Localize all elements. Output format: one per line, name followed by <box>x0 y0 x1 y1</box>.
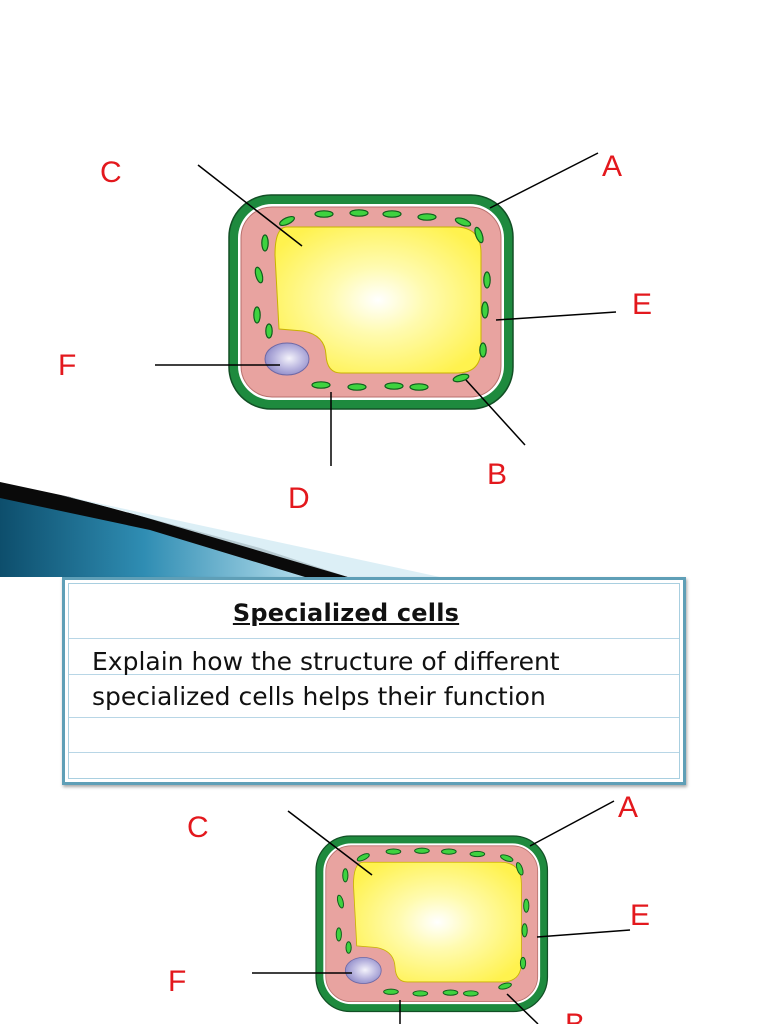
leader-line-b-2 <box>506 993 539 1024</box>
card-rule-line <box>69 674 679 675</box>
label-d: D <box>288 482 310 515</box>
label-f: F <box>58 349 76 382</box>
label-f-2: F <box>168 965 186 998</box>
card-rule-line <box>69 717 679 718</box>
label-e: E <box>632 288 652 321</box>
leader-line-e <box>495 311 617 321</box>
top-leader-lines <box>155 152 617 466</box>
bottom-leader-lines <box>252 800 631 1024</box>
card-body-line-1: Explain how the structure of different <box>92 647 560 676</box>
label-c: C <box>100 156 122 189</box>
label-a: A <box>602 150 622 183</box>
label-b-2: B <box>565 1008 585 1024</box>
label-b: B <box>487 458 507 491</box>
card-rule-line <box>69 752 679 753</box>
leader-line-a-2 <box>529 800 615 847</box>
bottom-cell-diagram: C A E F B <box>168 791 650 1024</box>
specialized-cells-card: Specialized cells Explain how the struct… <box>62 577 686 785</box>
card-body-line-2: specialized cells helps their function <box>92 682 546 711</box>
plant-cell-image-small <box>315 835 549 1013</box>
leader-line-c-2 <box>287 810 373 876</box>
leader-line-c <box>197 164 303 247</box>
label-e-2: E <box>630 899 650 932</box>
label-c-2: C <box>187 811 209 844</box>
plant-cell-image <box>228 194 514 410</box>
card-title: Specialized cells <box>232 599 460 627</box>
card-inner-frame <box>68 583 680 779</box>
label-a-2: A <box>618 791 638 824</box>
card-rule-line <box>69 638 679 639</box>
leader-line-a <box>489 152 599 209</box>
top-cell-diagram: C A E F B D <box>58 150 652 515</box>
card-body: Explain how the structure of different s… <box>92 644 672 714</box>
leader-line-b <box>465 379 526 446</box>
decorative-banner <box>0 482 440 577</box>
leader-line-e-2 <box>536 929 631 938</box>
